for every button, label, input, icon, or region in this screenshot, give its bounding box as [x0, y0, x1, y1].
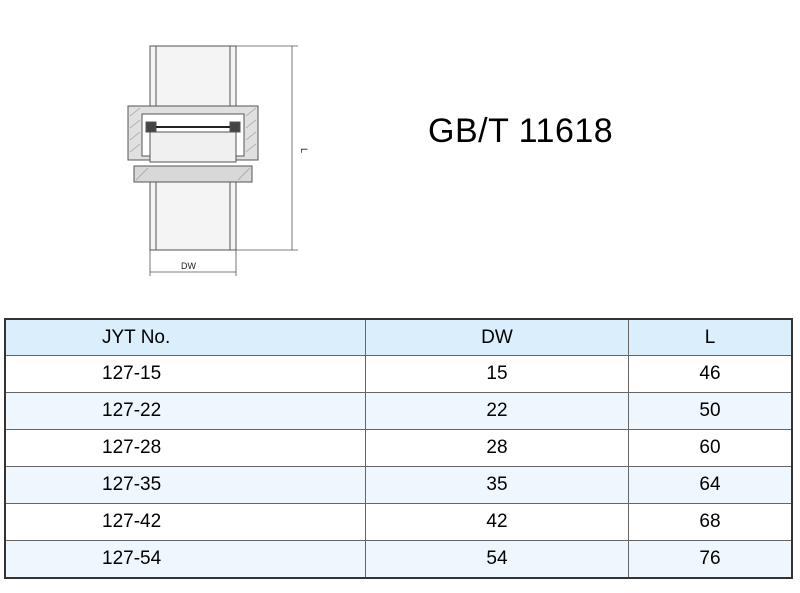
table-row: 127-15 15 46 — [4, 355, 793, 393]
table-row: 127-35 35 64 — [4, 466, 793, 504]
cell-jyt-no: 127-54 — [4, 540, 366, 579]
cell-dw: 15 — [365, 355, 629, 393]
cell-jyt-no: 127-42 — [4, 503, 366, 541]
fitting-technical-drawing: DW L — [127, 45, 309, 276]
cell-jyt-no: 127-15 — [4, 355, 366, 393]
table-row: 127-54 54 76 — [4, 540, 793, 579]
cell-dw: 54 — [365, 540, 629, 579]
cell-l: 50 — [628, 392, 793, 430]
table-row: 127-28 28 60 — [4, 429, 793, 467]
cell-l: 64 — [628, 466, 793, 504]
cell-l: 60 — [628, 429, 793, 467]
dw-dimension-label: DW — [181, 261, 196, 271]
cell-dw: 22 — [365, 392, 629, 430]
cell-jyt-no: 127-22 — [4, 392, 366, 430]
header-l: L — [628, 318, 793, 356]
table-header-row: JYT No. DW L — [4, 318, 793, 356]
header-jyt-no: JYT No. — [4, 318, 366, 356]
header-dw: DW — [365, 318, 629, 356]
cell-dw: 28 — [365, 429, 629, 467]
standard-title: GB/T 11618 — [428, 112, 614, 150]
cell-dw: 35 — [365, 466, 629, 504]
cell-l: 46 — [628, 355, 793, 393]
spec-table: JYT No. DW L 127-15 15 46 127-22 22 50 1… — [4, 318, 793, 579]
cell-l: 76 — [628, 540, 793, 579]
table-row: 127-22 22 50 — [4, 392, 793, 430]
table-row: 127-42 42 68 — [4, 503, 793, 541]
cell-jyt-no: 127-35 — [4, 466, 366, 504]
cell-l: 68 — [628, 503, 793, 541]
l-dimension-label: L — [299, 148, 309, 153]
cell-dw: 42 — [365, 503, 629, 541]
cell-jyt-no: 127-28 — [4, 429, 366, 467]
